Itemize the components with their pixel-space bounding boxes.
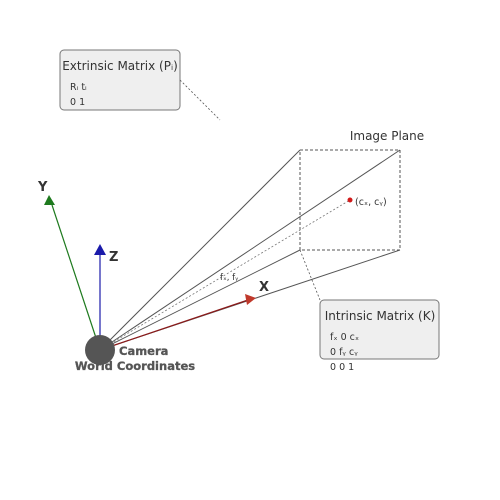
intrinsic-box-row-1: fₓ 0 cₓ bbox=[330, 332, 359, 343]
camera-center bbox=[85, 335, 115, 365]
y-axis-line bbox=[51, 204, 101, 351]
z-axis-label: Z bbox=[109, 250, 118, 265]
z-axis-arrowhead bbox=[94, 244, 106, 255]
principal-point bbox=[347, 197, 353, 203]
y-axis-label: Y bbox=[37, 180, 48, 195]
intrinsic-box-title: Intrinsic Matrix (K) bbox=[325, 309, 436, 323]
camera-label: Camera bbox=[119, 344, 168, 358]
extrinsic-matrix-box: Extrinsic Matrix (Pᵢ) Rᵢ tᵢ 0 1 bbox=[59, 49, 181, 111]
x-axis-line bbox=[99, 299, 249, 351]
extrinsic-box-row-1: Rᵢ tᵢ bbox=[70, 82, 87, 93]
intrinsic-box-frame bbox=[319, 299, 440, 360]
ray-top-right bbox=[99, 149, 401, 351]
extrinsic-connector bbox=[179, 79, 221, 121]
extrinsic-box-title: Extrinsic Matrix (Pᵢ) bbox=[62, 59, 178, 73]
x-axis-label: X bbox=[259, 280, 269, 295]
intrinsic-connector bbox=[299, 249, 321, 301]
extrinsic-box-row-2: 0 1 bbox=[70, 97, 85, 108]
intrinsic-matrix-box: Intrinsic Matrix (K) fₓ 0 cₓ 0 fᵧ cᵧ 0 0… bbox=[319, 299, 440, 373]
y-axis: Y bbox=[37, 180, 101, 351]
intrinsic-box-row-3: 0 0 1 bbox=[330, 362, 354, 373]
z-axis: Z bbox=[94, 244, 118, 350]
ray-bottom-left bbox=[99, 249, 301, 351]
optical-axis-ray bbox=[99, 199, 351, 351]
world-coordinates-label: World Coordinates bbox=[75, 359, 195, 373]
focal-length-label: fₓ, fᵧ bbox=[220, 273, 239, 283]
x-axis-arrowhead bbox=[245, 294, 256, 305]
image-plane-label: Image Plane bbox=[350, 129, 424, 143]
x-axis: X bbox=[99, 280, 269, 351]
y-axis-arrowhead bbox=[44, 195, 55, 205]
ray-top-left bbox=[99, 149, 301, 351]
principal-point-label: (cₓ, cᵧ) bbox=[355, 197, 387, 208]
image-plane bbox=[299, 149, 401, 251]
intrinsic-box-row-2: 0 fᵧ cᵧ bbox=[330, 347, 358, 358]
